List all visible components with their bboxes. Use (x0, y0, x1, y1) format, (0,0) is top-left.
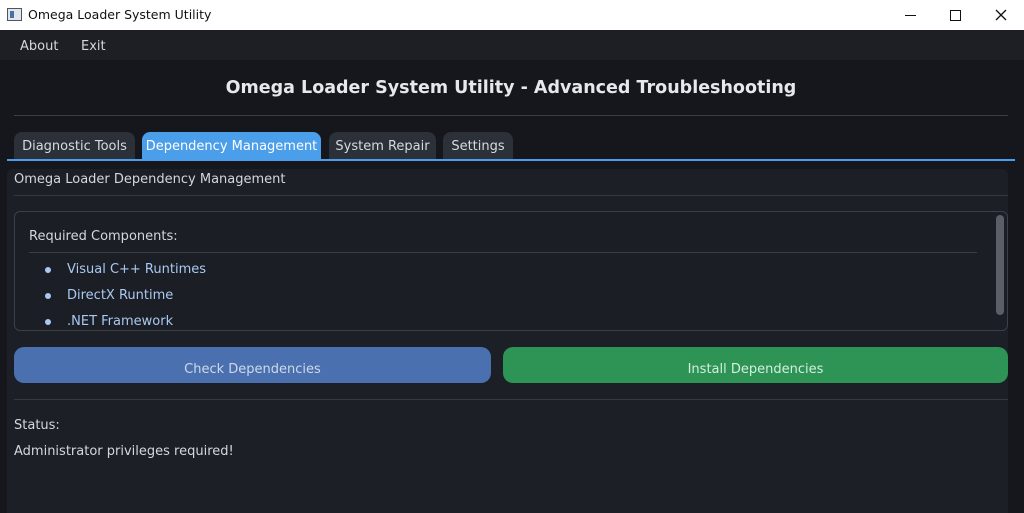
tab-system-repair[interactable]: System Repair (329, 132, 436, 161)
scrollbar[interactable] (996, 215, 1004, 327)
components-divider (29, 252, 977, 253)
page-title: Omega Loader System Utility - Advanced T… (225, 78, 797, 98)
status-message: Administrator privileges required! (14, 444, 234, 459)
list-item: Visual C++ Runtimes (15, 260, 915, 280)
minimize-button[interactable] (887, 0, 933, 30)
install-dependencies-button[interactable]: Install Dependencies (503, 347, 1008, 383)
app-window-icon (7, 8, 22, 21)
status-label: Status: (14, 418, 60, 433)
menu-bar: About Exit (0, 30, 1024, 60)
bullet-icon (45, 319, 51, 325)
check-dependencies-button[interactable]: Check Dependencies (14, 347, 491, 383)
tab-dependency-management[interactable]: Dependency Management (142, 132, 321, 161)
close-button[interactable] (978, 0, 1024, 30)
menu-about[interactable]: About (20, 39, 59, 54)
list-item: .NET Framework (15, 312, 915, 330)
component-label: DirectX Runtime (67, 288, 174, 303)
tab-underline (7, 159, 1015, 161)
maximize-button[interactable] (932, 0, 978, 30)
tab-settings[interactable]: Settings (443, 132, 513, 161)
list-item: DirectX Runtime (15, 286, 915, 306)
tab-diagnostic-tools[interactable]: Diagnostic Tools (14, 132, 135, 161)
component-label: Visual C++ Runtimes (67, 262, 207, 277)
bullet-icon (45, 293, 51, 299)
window-title: Omega Loader System Utility (28, 7, 212, 22)
components-heading: Required Components: (29, 229, 178, 244)
status-divider (14, 399, 1008, 400)
minimize-icon (904, 14, 916, 16)
components-list-box[interactable]: Required Components: Visual C++ Runtimes… (14, 211, 1008, 331)
panel-divider (14, 195, 1008, 196)
header-divider (14, 115, 1008, 116)
menu-exit[interactable]: Exit (81, 39, 106, 54)
component-label: .NET Framework (67, 314, 174, 329)
panel-label: Omega Loader Dependency Management (14, 172, 286, 187)
bullet-icon (45, 267, 51, 273)
title-bar[interactable]: Omega Loader System Utility (0, 0, 1024, 30)
maximize-icon (949, 9, 961, 21)
close-icon (995, 9, 1007, 21)
scrollbar-thumb[interactable] (996, 215, 1004, 315)
